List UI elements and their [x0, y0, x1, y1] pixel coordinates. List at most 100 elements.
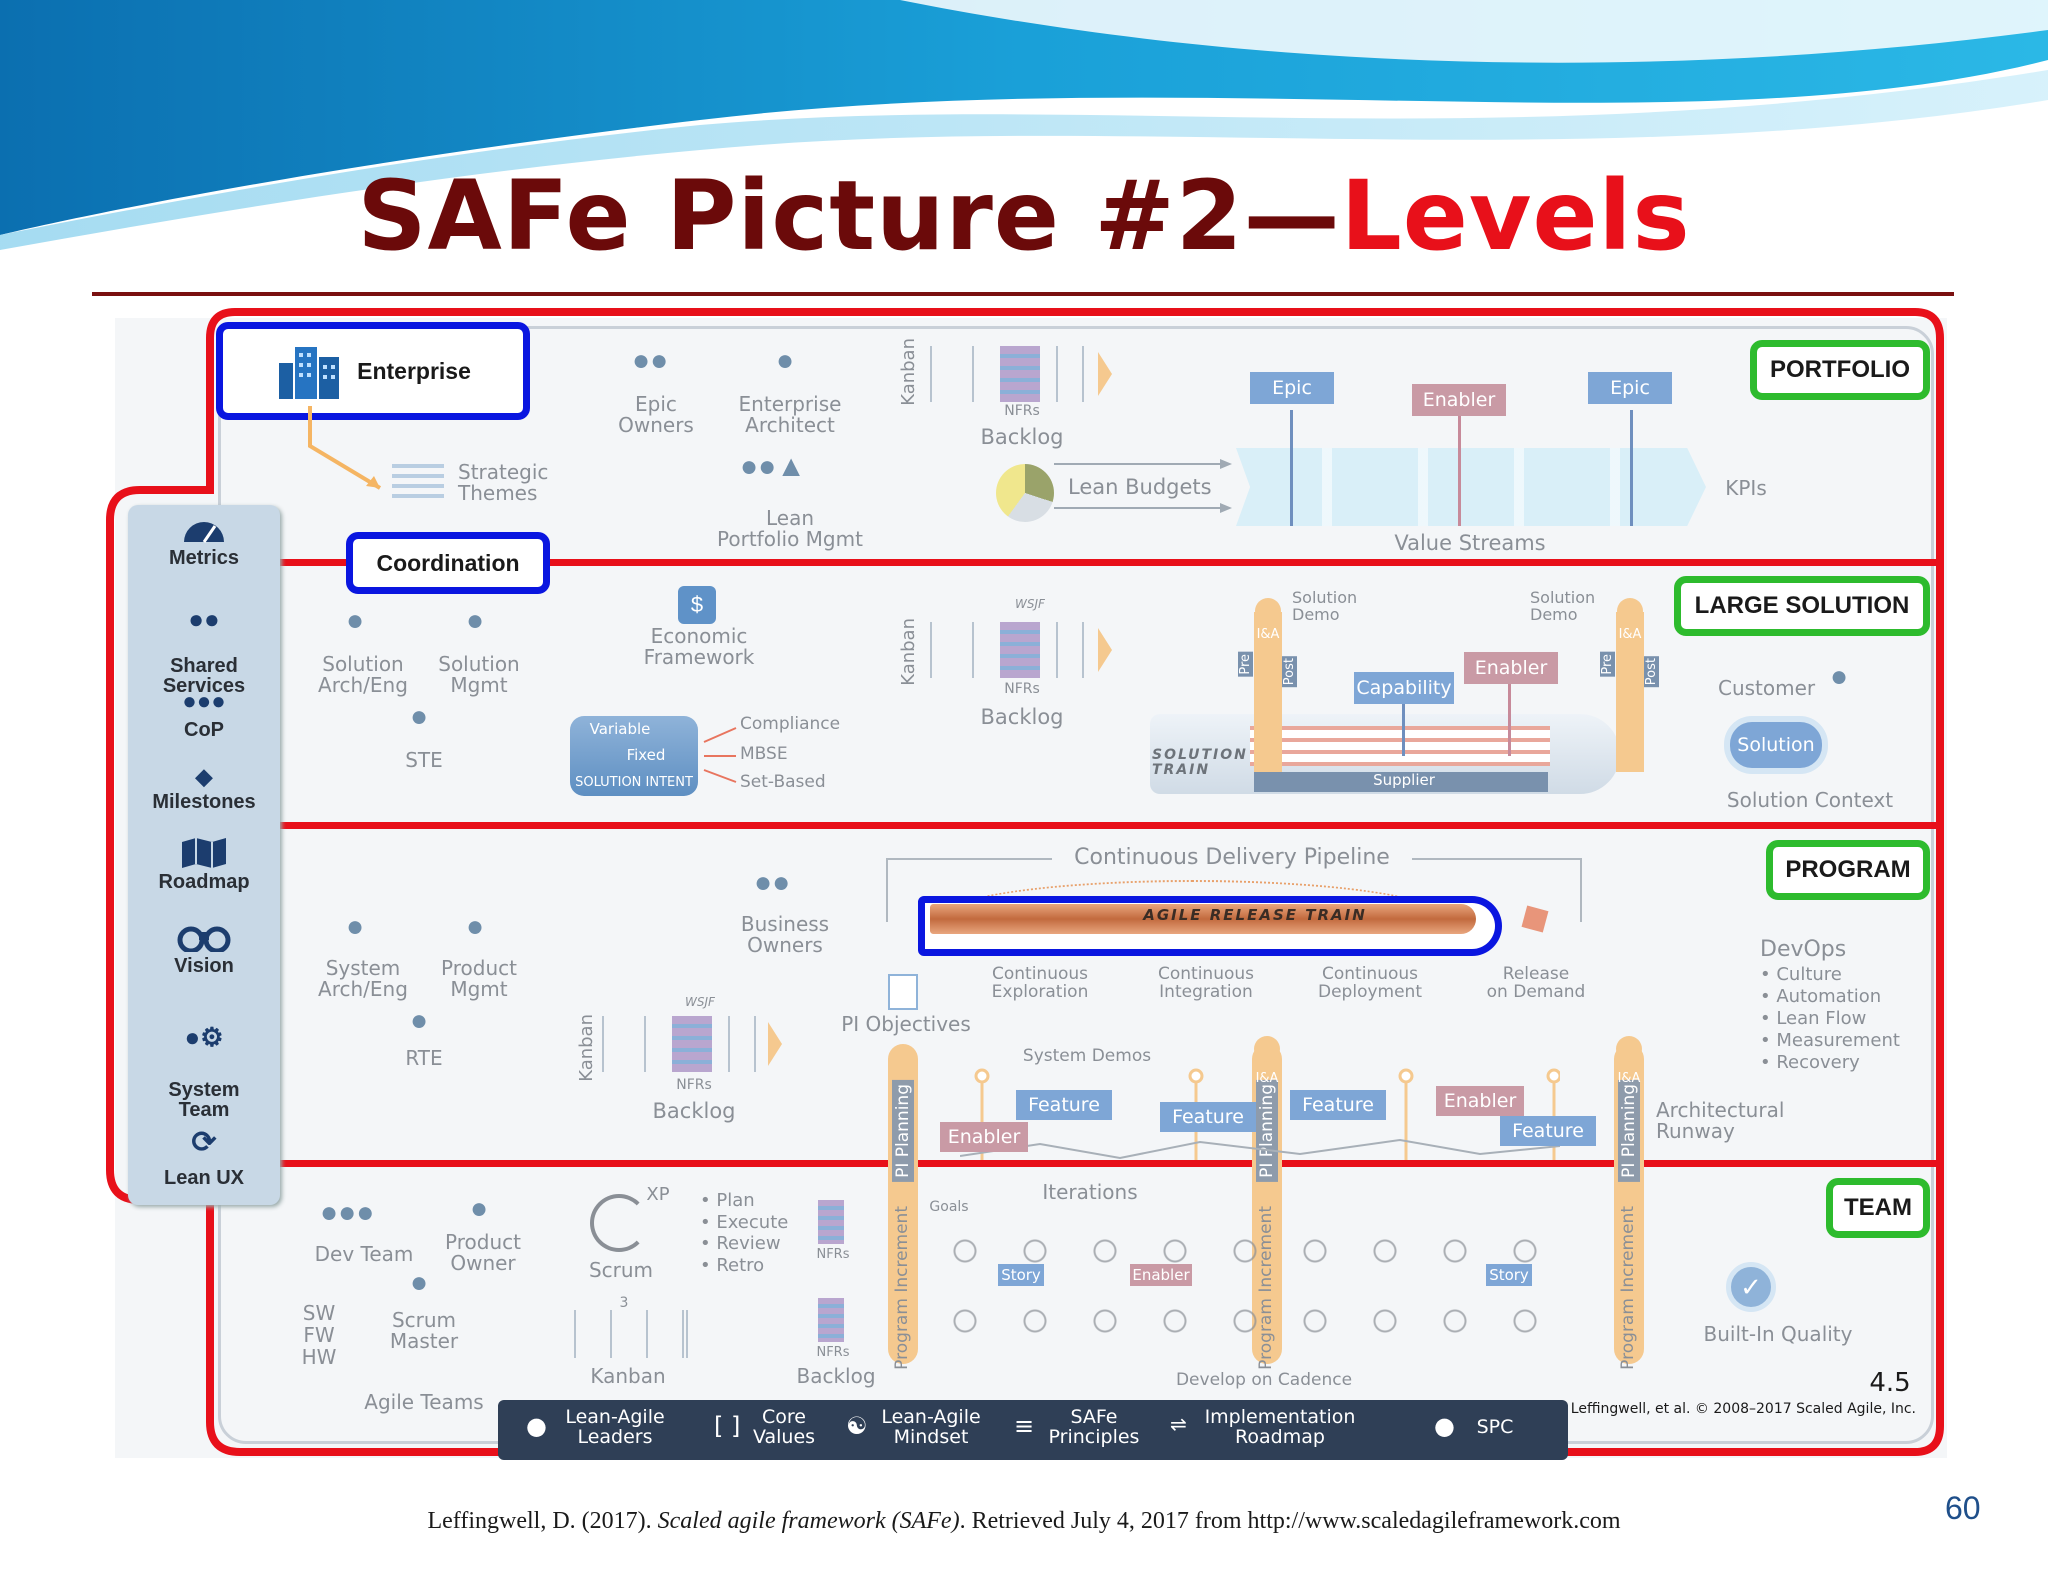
- kpis: KPIs: [1725, 476, 1767, 500]
- customer-icon: ●: [1830, 660, 1849, 693]
- solution-arch-eng: Solution Arch/Eng: [318, 652, 408, 697]
- level-line-program: [280, 1160, 1940, 1167]
- lean-budgets: Lean Budgets: [1068, 475, 1212, 499]
- dev-team: Dev Team: [314, 1242, 414, 1266]
- sidebar-metrics: Metrics: [128, 512, 280, 568]
- product-owner-icon: ●: [470, 1192, 489, 1225]
- program-increment-3: Program Increment: [1618, 1206, 1638, 1370]
- program-ia-1: I&A: [1255, 1071, 1279, 1086]
- ls-pi-column-2: [1616, 612, 1644, 772]
- built-in-quality-icon: ✓: [1726, 1262, 1776, 1312]
- value-streams: Value Streams: [1394, 531, 1546, 555]
- solution-badge: Solution: [1730, 722, 1822, 768]
- strategic-themes: Strategic Themes: [458, 460, 549, 505]
- epic-box-2: Epic: [1588, 372, 1672, 404]
- release-on-demand: Release on Demand: [1486, 964, 1586, 1002]
- solution-train-stripes: [1250, 726, 1550, 766]
- variable: Variable: [589, 720, 651, 738]
- value-streams-line-2: [1458, 416, 1461, 526]
- foundation-spc: ●SPC: [1434, 1412, 1514, 1440]
- gauge-icon: [128, 512, 280, 548]
- ls-nfrs: NFRs: [1004, 681, 1040, 697]
- foundation-implementation-roadmap: ⇌Implementation Roadmap: [1170, 1406, 1356, 1448]
- develop-on-cadence: Develop on Cadence: [1175, 1370, 1353, 1390]
- ls-ia-2: I&A: [1618, 627, 1642, 642]
- strategic-themes-icon: [392, 464, 444, 500]
- solution-intent-connectors: [703, 727, 737, 783]
- ls-wsjf: WSJF: [1015, 597, 1045, 611]
- version: 4.5: [1869, 1368, 1911, 1398]
- team-nfrs-stack-2: [818, 1298, 844, 1342]
- program-kanban-label: Kanban: [576, 1014, 597, 1082]
- set-based: Set-Based: [740, 772, 826, 792]
- devops: DevOps: [1760, 937, 1847, 962]
- sw-fw-hw: SW FW HW: [301, 1301, 337, 1369]
- built-in-quality: Built-In Quality: [1703, 1322, 1853, 1346]
- ls-enabler-box: Enabler: [1464, 652, 1558, 684]
- supplier: Supplier: [1373, 771, 1435, 789]
- enabler-box: Enabler: [1412, 384, 1506, 416]
- program-ia-2: I&A: [1617, 1071, 1641, 1086]
- ls-kanban-arrow: [1098, 628, 1112, 672]
- economic-framework-icon: $: [678, 586, 716, 624]
- goals: Goals: [929, 1199, 969, 1215]
- foundation-lean-agile-mindset: ☯Lean-Agile Mindset: [846, 1406, 981, 1448]
- customer: Customer: [1718, 676, 1816, 700]
- lean-portfolio-mgmt: Lean Portfolio Mgmt: [717, 506, 863, 551]
- system-demos: System Demos: [1022, 1046, 1152, 1066]
- group-icon: ●●●: [182, 688, 226, 715]
- solution-arch-icon: ●: [346, 604, 365, 637]
- lean-portfolio-icon: ●●▲: [740, 450, 806, 483]
- feature-box-2: Feature: [1160, 1102, 1256, 1132]
- ls-pre-2: Pre: [1600, 652, 1615, 677]
- ls-enabler-line: [1508, 684, 1511, 756]
- business-owners-icon: ●●: [754, 866, 791, 899]
- sidebar-vision: Vision: [128, 922, 280, 976]
- program-backlog: Backlog: [652, 1099, 736, 1123]
- binoculars-icon: [128, 922, 280, 956]
- solution-intent: SOLUTION INTENT: [575, 775, 693, 790]
- devops-item-1: • Culture: [1760, 964, 1842, 985]
- foundation-core-values: [ ]Core Values: [714, 1406, 816, 1448]
- solution-mgmt: Solution Mgmt: [438, 652, 520, 697]
- page-title: SAFe Picture #2—Levels: [0, 160, 2048, 272]
- roadmap-icon: ⇌: [1170, 1412, 1187, 1436]
- solution-demo-1: Solution Demo: [1292, 588, 1358, 624]
- continuous-exploration: Continuous Exploration: [991, 964, 1089, 1002]
- team-nfrs-1: NFRs: [816, 1247, 850, 1262]
- business-owners: Business Owners: [740, 912, 830, 957]
- ls-kanban-label: Kanban: [898, 618, 919, 686]
- badge-program: PROGRAM: [1766, 840, 1930, 900]
- portfolio-kanban-label: Kanban: [898, 338, 919, 406]
- value-streams-line-3: [1630, 410, 1633, 526]
- portfolio-kanban-arrow: [1098, 352, 1112, 396]
- product-owner: Product Owner: [445, 1230, 521, 1275]
- ls-ia-node-1: [1255, 598, 1281, 624]
- foundation-safe-principles: ≡SAFe Principles: [1014, 1406, 1140, 1448]
- title-accent: Levels: [1340, 160, 1691, 272]
- stack-icon: ≡: [1014, 1412, 1035, 1440]
- program-ia-node-2: [1616, 1036, 1642, 1062]
- badge-portfolio: PORTFOLIO: [1750, 340, 1930, 400]
- enterprise-architect: Enterprise Architect: [738, 392, 842, 437]
- feature-box-4: Feature: [1500, 1116, 1596, 1146]
- lean-budgets-arrows: [1054, 459, 1232, 513]
- feature-box-1: Feature: [1016, 1090, 1112, 1120]
- pi-planning-3: PI Planning: [1618, 1080, 1640, 1182]
- ls-post-2: Post: [1644, 656, 1659, 688]
- citation: Leffingwell, D. (2017). Scaled agile fra…: [427, 1508, 1621, 1534]
- map-icon: [128, 838, 280, 872]
- scrum-master: Scrum Master: [389, 1308, 459, 1353]
- art-train: [930, 904, 1476, 934]
- enabler-box-2: Enabler: [1436, 1086, 1524, 1116]
- team-nfrs-2: NFRs: [816, 1345, 850, 1360]
- diamond-icon: ◆: [195, 764, 213, 789]
- product-mgmt-icon: ●: [466, 910, 485, 943]
- program-wsjf: WSJF: [685, 995, 715, 1009]
- pi-planning-1: PI Planning: [892, 1080, 914, 1182]
- foundation-lean-agile-leaders: ●Lean-Agile Leaders: [526, 1406, 665, 1448]
- continuous-delivery-pipeline: Continuous Delivery Pipeline: [1052, 846, 1412, 869]
- building-icon: [279, 347, 340, 399]
- team-nfrs-stack-1: [818, 1200, 844, 1244]
- ls-ia-1: I&A: [1256, 627, 1280, 642]
